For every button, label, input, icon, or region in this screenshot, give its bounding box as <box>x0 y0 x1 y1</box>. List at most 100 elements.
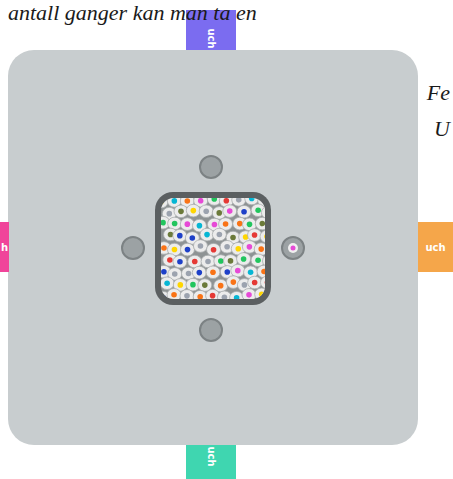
bead-dot <box>262 198 265 204</box>
bead-dot <box>252 280 258 286</box>
slot-circle <box>122 237 144 259</box>
bead-dot <box>248 269 254 275</box>
bead-dot <box>224 198 230 204</box>
bead-dot <box>210 293 216 299</box>
bead <box>237 205 251 218</box>
bead-dot <box>161 220 166 226</box>
bead-body <box>192 266 206 279</box>
bead-dot <box>167 257 173 263</box>
handwritten-note: Fe <box>427 80 450 106</box>
bead-dot <box>184 293 190 299</box>
bead <box>161 198 168 208</box>
bead-dot <box>171 292 177 298</box>
handwritten-note: antall ganger kan man ta en <box>8 0 257 26</box>
bead-dot <box>161 295 166 299</box>
bead-body <box>260 276 265 289</box>
bead <box>212 228 226 241</box>
bead-dot <box>211 247 217 253</box>
bead-dot <box>161 199 164 205</box>
bead-dot <box>241 209 247 215</box>
bead-body <box>257 265 265 278</box>
bead-dot <box>235 268 241 274</box>
bead-dot <box>259 292 265 298</box>
bead-body <box>180 290 194 299</box>
tab-label: uch <box>205 28 216 48</box>
bead <box>173 229 187 242</box>
bead-dot <box>198 243 204 249</box>
bead <box>260 230 265 243</box>
bead-body <box>174 205 188 218</box>
tab-label: uch <box>205 446 216 466</box>
bead-dot <box>190 282 196 288</box>
touch-tab: uch <box>186 445 236 479</box>
bead-dot <box>202 282 208 288</box>
bead <box>242 289 256 299</box>
game-board <box>8 50 418 445</box>
bead-dot <box>218 283 224 289</box>
bead <box>231 264 245 277</box>
bead-body <box>180 243 194 256</box>
bead-dot <box>172 247 178 253</box>
slot-circle <box>200 319 222 341</box>
bead-dot <box>177 233 183 239</box>
bead-dot <box>260 221 265 227</box>
bead-body <box>161 277 174 290</box>
bead <box>180 243 194 256</box>
bead-body <box>193 290 207 299</box>
bead <box>200 228 214 241</box>
bead-dot <box>252 232 258 238</box>
bead-dot <box>216 210 222 216</box>
bead-dot <box>211 198 217 202</box>
bead-body <box>237 205 251 218</box>
bead-dot <box>167 211 173 217</box>
bead-body <box>255 217 265 230</box>
bead <box>257 265 265 278</box>
bead-dot <box>204 232 210 238</box>
bead <box>206 266 220 279</box>
handwritten-note: U <box>434 116 450 142</box>
bead-dot <box>212 222 218 228</box>
bead-body <box>255 288 265 299</box>
bead-dot <box>161 245 167 251</box>
bead <box>237 253 251 266</box>
bead <box>260 276 265 289</box>
bead-dot <box>177 259 183 265</box>
bead-body <box>248 276 262 289</box>
bead-dot <box>224 244 230 250</box>
bead-dot <box>265 280 266 286</box>
bead-frame <box>155 192 271 305</box>
bead <box>186 204 200 217</box>
bead <box>255 288 265 299</box>
bead-dot <box>230 235 236 241</box>
bead <box>193 290 207 299</box>
bead-dot <box>161 269 167 275</box>
bead-body <box>167 289 181 299</box>
tab-label: h <box>1 242 8 253</box>
bead-dot <box>210 269 216 275</box>
bead-body <box>248 229 262 242</box>
bead-dot <box>241 256 247 262</box>
bead-dot <box>205 259 211 265</box>
bead-body <box>200 228 214 241</box>
bead-dot <box>172 221 178 227</box>
bead <box>180 290 194 299</box>
bead-dot <box>258 246 264 252</box>
bead-dot <box>264 234 265 240</box>
bead-dot <box>291 246 296 251</box>
bead-dot <box>198 198 204 204</box>
bead-dot <box>197 223 203 229</box>
bead-dot <box>203 208 209 214</box>
bead <box>255 217 265 230</box>
bead-dot <box>228 258 234 264</box>
bead-body <box>230 291 244 299</box>
bead-dot <box>172 198 178 204</box>
bead <box>193 240 207 253</box>
slot-circle <box>200 156 222 178</box>
bead-body <box>193 240 207 253</box>
tab-label: uch <box>425 242 445 253</box>
bead-dot <box>192 259 198 265</box>
bead-dot <box>246 292 252 298</box>
bead-dot <box>217 232 223 238</box>
bead <box>207 243 221 256</box>
bead-dot <box>178 282 184 288</box>
